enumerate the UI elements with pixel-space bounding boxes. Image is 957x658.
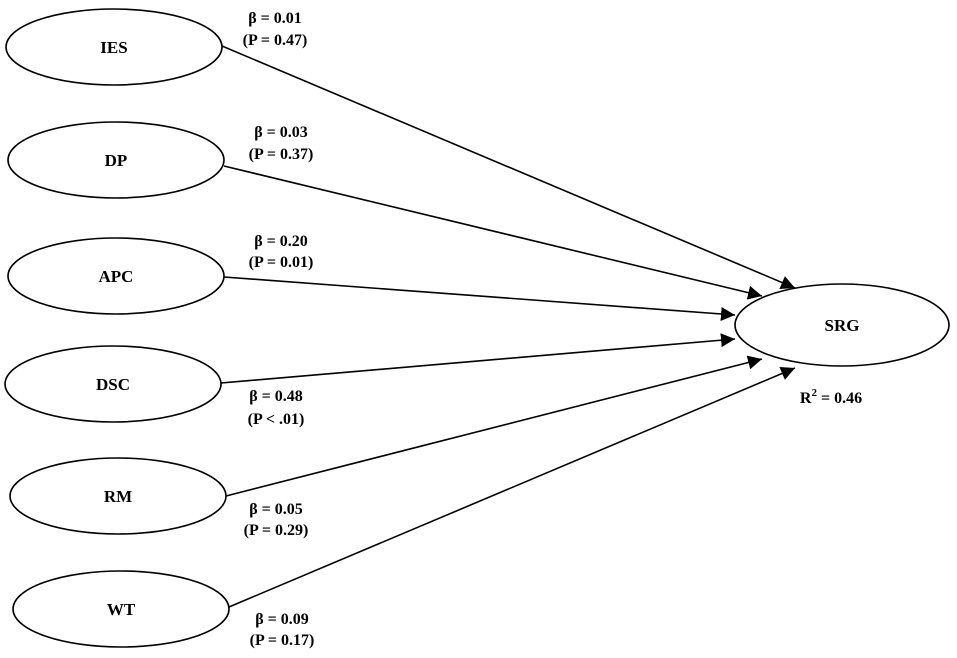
r-squared-label: R2 = 0.46	[800, 387, 862, 407]
p-label-apc: (P = 0.01)	[249, 254, 314, 271]
arrow-ies-srg	[221, 45, 796, 290]
node-srg: SRG	[734, 283, 950, 367]
p-label-rm: (P = 0.29)	[244, 522, 309, 539]
node-label-rm: RM	[104, 487, 132, 506]
arrow-dsc-srg	[220, 333, 736, 384]
node-label-wt: WT	[107, 600, 136, 619]
predictor-nodes: IES DP APC DSC RM WT	[4, 8, 230, 648]
coefficient-labels: β = 0.01 (P = 0.47) β = 0.03 (P = 0.37) …	[243, 10, 315, 649]
r-squared-value: = 0.46	[817, 390, 862, 407]
arrow-apc-srg	[223, 276, 736, 321]
node-label-srg: SRG	[825, 316, 860, 335]
r-squared-prefix: R	[800, 390, 812, 407]
p-label-dsc: (P < .01)	[248, 411, 305, 428]
node-dp: DP	[7, 121, 225, 199]
path-arrows	[220, 45, 796, 608]
node-label-dp: DP	[105, 151, 128, 170]
node-label-apc: APC	[99, 267, 134, 286]
p-label-dp: (P = 0.37)	[249, 146, 314, 163]
beta-label-rm: β = 0.05	[249, 501, 303, 518]
arrow-dp-srg	[223, 165, 763, 300]
p-label-ies: (P = 0.47)	[243, 32, 308, 49]
node-label-dsc: DSC	[96, 375, 130, 394]
node-dsc: DSC	[4, 345, 222, 423]
node-label-ies: IES	[100, 38, 127, 57]
node-ies: IES	[5, 8, 223, 86]
beta-label-dp: β = 0.03	[254, 124, 308, 141]
beta-label-apc: β = 0.20	[254, 233, 308, 250]
arrow-wt-srg	[228, 366, 796, 608]
node-apc: APC	[7, 237, 225, 315]
beta-label-dsc: β = 0.48	[249, 388, 303, 405]
p-label-wt: (P = 0.17)	[250, 632, 315, 649]
beta-label-ies: β = 0.01	[248, 10, 302, 27]
beta-label-wt: β = 0.09	[255, 611, 309, 628]
arrow-rm-srg	[225, 355, 763, 497]
r-squared-exponent: 2	[811, 387, 817, 399]
node-rm: RM	[9, 457, 227, 535]
node-wt: WT	[12, 570, 230, 648]
